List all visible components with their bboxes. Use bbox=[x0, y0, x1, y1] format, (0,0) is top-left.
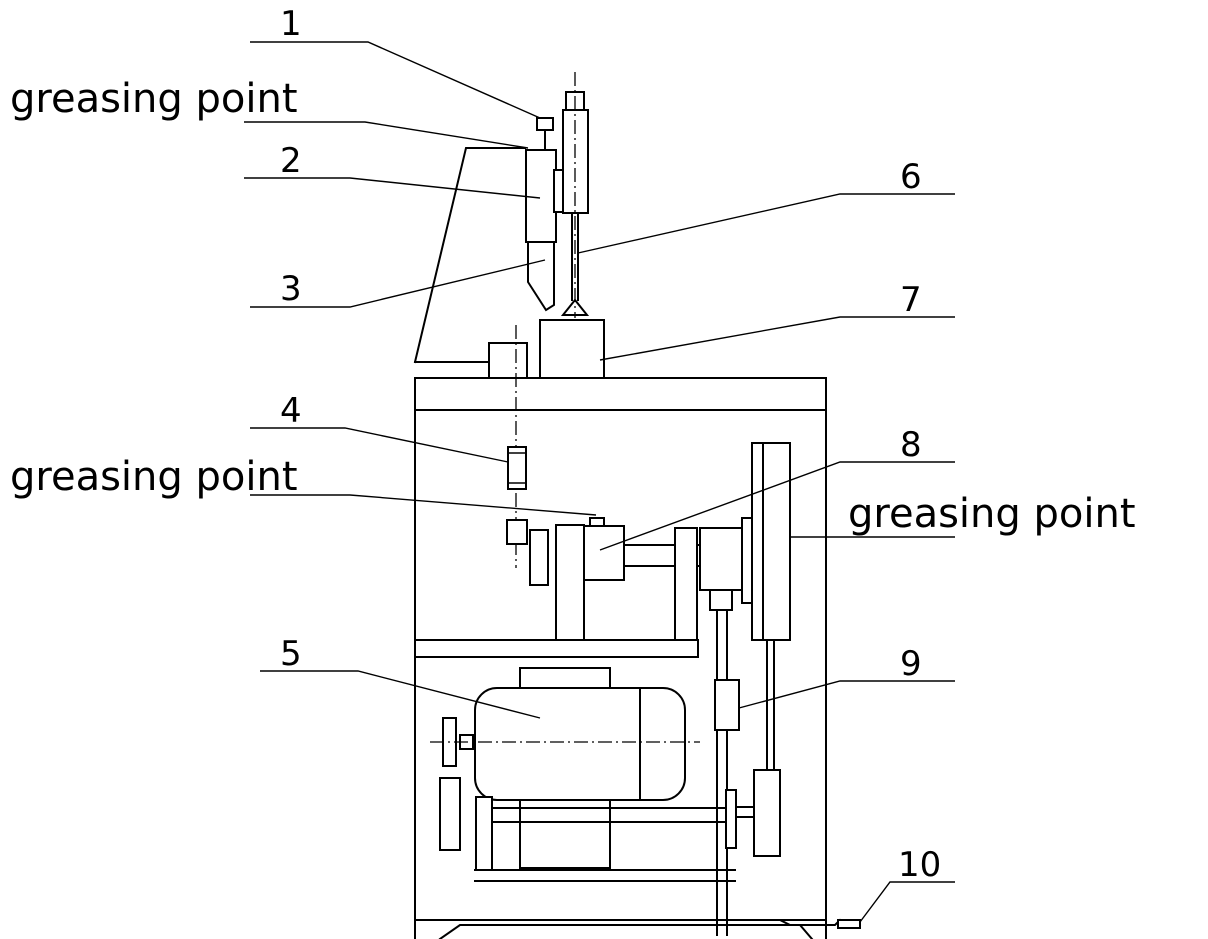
part-7-work-block bbox=[539, 319, 605, 379]
callout-8: 8 bbox=[900, 425, 922, 465]
part-9-shaft bbox=[714, 609, 740, 936]
greasing-point-label-top: greasing point bbox=[10, 76, 298, 122]
part-1-greasing-nipple bbox=[536, 117, 554, 151]
part-2-slide-body bbox=[525, 149, 565, 243]
belt-drive bbox=[734, 442, 791, 857]
leader-lines bbox=[244, 41, 955, 923]
callout-2: 2 bbox=[280, 141, 302, 181]
callout-1: 1 bbox=[280, 4, 302, 44]
part-3-blade bbox=[527, 241, 555, 312]
callout-6: 6 bbox=[900, 157, 922, 197]
callout-7: 7 bbox=[900, 280, 922, 320]
part-10-pedal bbox=[726, 918, 861, 929]
callout-5: 5 bbox=[280, 634, 302, 674]
greasing-point-label-middle: greasing point bbox=[10, 454, 298, 500]
bushing-block bbox=[488, 342, 528, 379]
part-8-gearbox bbox=[529, 517, 755, 641]
part-4-coupling bbox=[506, 325, 528, 568]
callout-4: 4 bbox=[280, 391, 302, 431]
part-5-motor bbox=[430, 667, 736, 882]
part-6-press-cylinder bbox=[560, 72, 590, 318]
callout-9: 9 bbox=[900, 644, 922, 684]
greasing-point-label-right: greasing point bbox=[848, 491, 1136, 537]
callout-3: 3 bbox=[280, 269, 302, 309]
callout-10: 10 bbox=[898, 845, 941, 885]
upper-column bbox=[413, 147, 526, 364]
